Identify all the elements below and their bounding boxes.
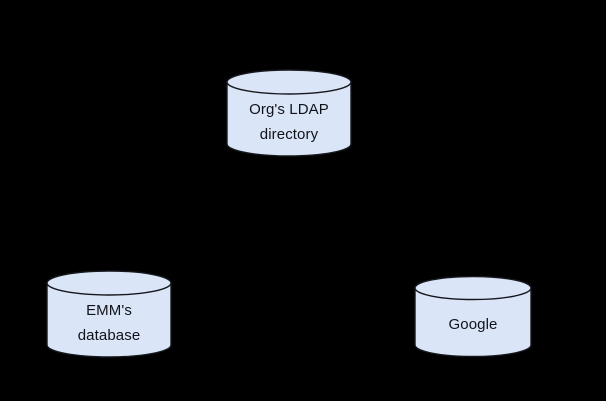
- cylinder-shape-icon: [226, 69, 352, 157]
- emm-database-cylinder[interactable]: EMM's database: [46, 270, 172, 358]
- cylinder-shape-icon: [46, 270, 172, 358]
- cylinder-shape-icon: [414, 276, 532, 357]
- google-cylinder[interactable]: Google: [414, 276, 532, 357]
- ldap-directory-cylinder[interactable]: Org's LDAP directory: [226, 69, 352, 157]
